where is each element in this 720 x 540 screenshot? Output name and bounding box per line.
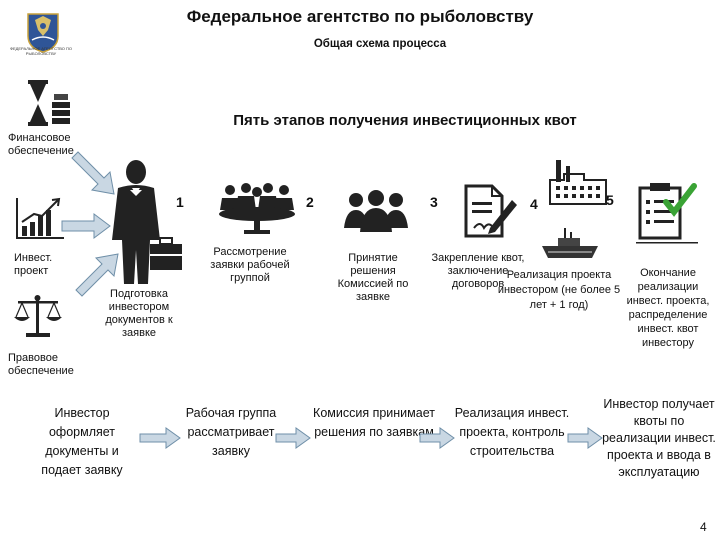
header-subtitle: Общая схема процесса [313, 38, 447, 50]
stage2-label: Рассмотрение заявки рабочей группой [210, 246, 290, 284]
finance-label: Финансовое обеспечение [8, 132, 74, 157]
flow-arrow-4 [567, 427, 603, 449]
meeting-table-icon [219, 183, 295, 234]
flow-step-3: Комиссия принимает решения по заявкам [313, 406, 435, 439]
stage1-label: Подготовка инвестором документов к заявк… [105, 288, 173, 339]
stage4-label: Закрепление квот, заключение договоров [431, 252, 525, 290]
emblem-caption: ФЕДЕРАЛЬНОЕ АГЕНТСТВО ПО РЫБОЛОВСТВУ [9, 46, 73, 56]
stage3-label: Принятие решения Комиссией по заявке [337, 252, 409, 303]
flow-arrow-3 [419, 427, 455, 449]
page-number: 4 [700, 520, 707, 534]
stage5-label: Окончание реализации инвест. проекта, ра… [626, 267, 710, 349]
stage5-number: 5 [606, 192, 614, 208]
hourglass-money-icon [28, 80, 70, 126]
stage4-implementation-label: Реализация проекта инвестором (не более … [497, 269, 621, 311]
scales-icon [14, 295, 62, 337]
invest-project-label: Инвест. проект [14, 252, 53, 277]
flow-step-5: Инвестор получает квоты по реализации ин… [602, 397, 716, 479]
flow-arrow-1 [139, 427, 181, 449]
stage4-number: 4 [530, 196, 538, 212]
growth-chart-icon [16, 197, 64, 239]
stage3-number: 3 [430, 194, 438, 210]
flow-step-1: Инвестор оформляет документы и подает за… [41, 406, 123, 477]
checklist-icon [636, 183, 698, 244]
factory-icon [549, 160, 607, 205]
arrow-invest [61, 213, 111, 239]
flow-arrow-2 [275, 427, 311, 449]
fishing-ship-icon [542, 228, 598, 258]
main-title: Пять этапов получения инвестиционных кво… [233, 112, 577, 129]
legal-label: Правовое обеспечение [8, 352, 74, 377]
arrow-finance [71, 151, 115, 195]
arrow-legal [75, 253, 119, 297]
stage1-number: 1 [176, 194, 184, 210]
contract-pen-icon [464, 184, 517, 238]
commission-group-icon [344, 190, 408, 232]
flow-step-2: Рабочая группа рассматривает заявку [185, 406, 277, 458]
stage2-number: 2 [306, 194, 314, 210]
emblem-icon [27, 13, 59, 53]
investor-man-icon [112, 160, 182, 284]
flow-step-4: Реализация инвест. проекта, контроль стр… [454, 406, 570, 458]
header-title: Федеральное агентство по рыболовству [186, 7, 534, 26]
